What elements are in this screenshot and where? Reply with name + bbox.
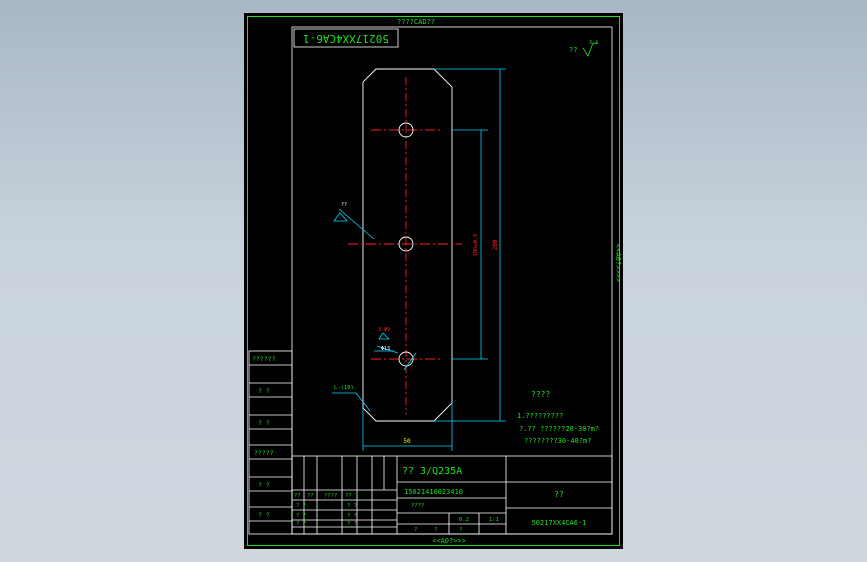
title-col-a: ?? [294,493,301,499]
surface-note: ?? [341,202,347,208]
dim-hole-pitch [452,129,488,360]
notes-line-3: ????????30-40?m? [524,437,591,445]
left-cell-1: ?????? [252,355,276,363]
title-row-3: ? ? [296,521,306,527]
title-row-b-2: ? ? [347,513,357,519]
edge-leader [332,392,371,412]
dim-width [362,403,453,451]
title-box-mirrored-text: 50217XX4CA6-1 [303,32,389,45]
surface-leader [333,208,375,240]
slot-depth: Φ13 [381,346,390,352]
slot-leader [374,332,417,371]
title-qty: 0.2 [459,517,469,523]
plate-outline [362,68,453,422]
title-material: ?? 3/Q235A [402,466,462,477]
title-sheet-b: ? [434,527,437,533]
roughness-value: 3.2 [589,40,598,46]
title-sheet-a: ? [414,527,417,533]
title-row-2: ? ? [296,513,306,519]
title-name: ?? [554,490,564,499]
roughness-label: ?? [569,46,577,54]
bottom-banner: <<A0?>>> [432,537,466,545]
drawing-sheet: ????CAD?? <<A0?>>> <<A0?>>>> 50217XX4CA6… [244,13,623,549]
hole-middle [348,236,462,252]
roughness-symbol [582,42,598,57]
title-col-d: ?? ? [345,493,358,499]
title-code: 15021410023410 [404,488,463,496]
title-col-c: ???? [324,493,337,499]
left-cell-2: ? ? [258,387,270,395]
notes-line-2: ?.?? ??????20-30?m? [519,425,599,433]
title-row-b-3: ? ? [347,521,357,527]
hole-bottom [371,351,441,367]
title-sheet-c: ? [459,527,462,533]
title-box-mirrored [293,28,399,48]
title-scale: 1:1 [489,517,499,523]
left-cell-5: ? ? [258,481,270,489]
side-banner: <<A0?>>>> [614,244,622,282]
slot-label: 3-Φ9 [378,327,390,333]
hole-top [371,122,441,138]
left-cell-3: ? ? [258,419,270,427]
left-cell-4: ????? [254,449,274,457]
cad-drawing: ????CAD?? <<A0?>>> <<A0?>>>> 50217XX4CA6… [247,16,622,546]
dim-overall-length [434,68,506,422]
left-column [248,350,293,535]
dim-hole-pitch-text: 10h±0.5 [473,233,479,256]
notes-heading: ???? [531,390,550,399]
title-block [291,455,613,535]
title-col-b: ?? [307,493,314,499]
title-drawing-number: 50217XX4CA6-1 [532,519,587,527]
top-banner: ????CAD?? [397,18,435,26]
outer-frame [247,16,620,546]
dim-overall-length-text: 200 [492,239,499,250]
left-cell-6: ? ? [258,511,270,519]
title-row-b-1: ? ? [347,503,357,509]
title-row-1: ? ? [296,503,306,509]
notes-line-1: 1.????????? [517,412,563,420]
edge-note: L-(10) [334,385,354,391]
dim-width-text: 50 [403,438,411,445]
title-mid-label: ???? [411,503,424,509]
